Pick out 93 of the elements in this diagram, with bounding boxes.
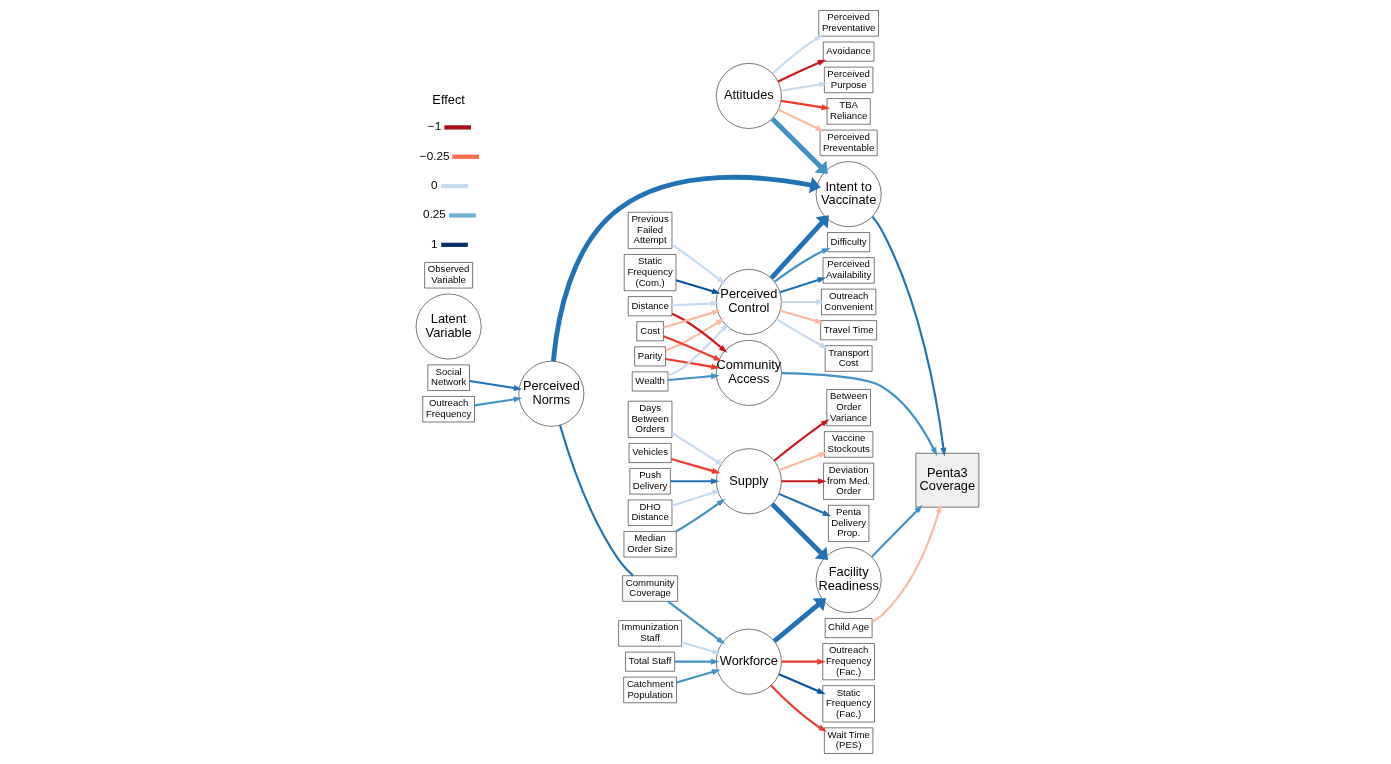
- node-box: DHO Distance: [627, 499, 672, 526]
- node-box: Child Age: [824, 618, 872, 638]
- node-box: Travel Time: [819, 320, 877, 341]
- arrow: [780, 99, 830, 111]
- label: Effect: [431, 91, 465, 107]
- node-box: Wealth: [631, 371, 668, 392]
- legend-label: −0.25: [419, 148, 450, 162]
- arrow: [671, 432, 724, 466]
- node-box: Between Order Variance: [826, 389, 871, 427]
- legend-label: 0.25: [422, 207, 446, 221]
- arrow: [769, 684, 827, 732]
- node-box: Penta3 Coverage: [915, 453, 979, 508]
- arrow: [675, 669, 720, 684]
- arrow: [667, 323, 729, 377]
- node-box: Difficulty: [826, 232, 870, 253]
- arrow: [777, 492, 831, 517]
- node-box: Median Order Size: [623, 531, 676, 558]
- arrow: [550, 174, 821, 362]
- arrow: [779, 277, 826, 294]
- arrow: [666, 600, 725, 645]
- node-box: TBA Reliance: [826, 98, 871, 125]
- node-box: Penta Delivery Prop.: [827, 505, 869, 542]
- arrow: [773, 247, 830, 283]
- node-box: Distance: [627, 296, 672, 317]
- arrow: [473, 396, 522, 407]
- legend-label: 0: [430, 178, 438, 192]
- node-box: Perceived Availability: [822, 257, 875, 284]
- node-box: Community Coverage: [621, 575, 678, 602]
- arrow: [771, 34, 823, 75]
- arrow: [468, 379, 522, 391]
- arrow: [662, 309, 721, 329]
- node-box: Outreach Frequency (Fac.): [822, 643, 875, 681]
- arrow: [777, 673, 826, 695]
- arrow: [670, 243, 725, 285]
- node-box: Parity: [633, 346, 666, 367]
- node-circle: Perceived Norms: [518, 360, 584, 427]
- node-circle: Latent Variable: [415, 293, 481, 360]
- arrow: [779, 309, 824, 324]
- node-box: Perceived Preventable: [819, 129, 877, 156]
- node-box: Days Between Orders: [627, 400, 672, 438]
- node-box: Observed Variable: [423, 262, 473, 289]
- arrow: [671, 312, 727, 353]
- arrow: [665, 357, 720, 370]
- arrow: [780, 478, 827, 485]
- node-box: Vaccine Stockouts: [823, 431, 873, 458]
- arrow: [769, 215, 829, 280]
- node-box: Catchment Population: [622, 676, 677, 704]
- node-box: Previous Failed Attempt: [627, 212, 672, 249]
- node-box: Cost: [636, 321, 664, 342]
- arrow: [870, 505, 923, 558]
- arrow: [772, 419, 829, 462]
- node-box: Outreach Frequency: [421, 396, 475, 423]
- arrow: [780, 81, 827, 92]
- connector: [558, 424, 634, 577]
- node-box: Total Staff: [624, 651, 675, 672]
- arrow: [671, 489, 721, 507]
- node-box: Social Network: [427, 364, 470, 391]
- node-box: Avoidance: [822, 41, 874, 62]
- legend-label: 1: [430, 236, 438, 250]
- node-box: Perceived Purpose: [823, 66, 873, 93]
- node-box: Static Frequency (Com.): [623, 254, 676, 291]
- arrow: [674, 658, 719, 665]
- arrow: [777, 108, 824, 132]
- arrow: [662, 335, 722, 362]
- arrow: [671, 300, 719, 307]
- arrow: [675, 498, 725, 533]
- node-box: Deviation from Med. Order: [822, 462, 874, 500]
- arrow: [667, 373, 720, 381]
- node-box: Vehicles: [628, 443, 671, 463]
- arrow: [871, 215, 946, 457]
- arrow: [770, 117, 828, 175]
- node-box: Push Delivery: [629, 468, 671, 495]
- node-box: Immunization Staff: [617, 620, 682, 647]
- arrow: [777, 59, 826, 83]
- legend-label: −1: [427, 119, 441, 133]
- arrow: [871, 504, 942, 623]
- arrow: [675, 279, 721, 294]
- node-box: Static Frequency (Fac.): [822, 685, 875, 723]
- arrow: [778, 452, 827, 471]
- arrow: [670, 457, 720, 474]
- arrow: [775, 318, 828, 349]
- arrow: [669, 478, 719, 485]
- node-box: Transport Cost: [824, 345, 872, 372]
- node-circle: Attitudes: [715, 63, 782, 129]
- arrow: [780, 658, 826, 665]
- node-box: Wait Time (PES): [823, 727, 873, 754]
- node-box: Outreach Convenient: [820, 288, 876, 315]
- arrow: [780, 298, 825, 305]
- arrow: [770, 502, 828, 560]
- arrow: [680, 641, 721, 655]
- arrow: [772, 598, 826, 643]
- node-box: Perceived Preventative: [818, 10, 879, 37]
- arrow: [664, 318, 724, 352]
